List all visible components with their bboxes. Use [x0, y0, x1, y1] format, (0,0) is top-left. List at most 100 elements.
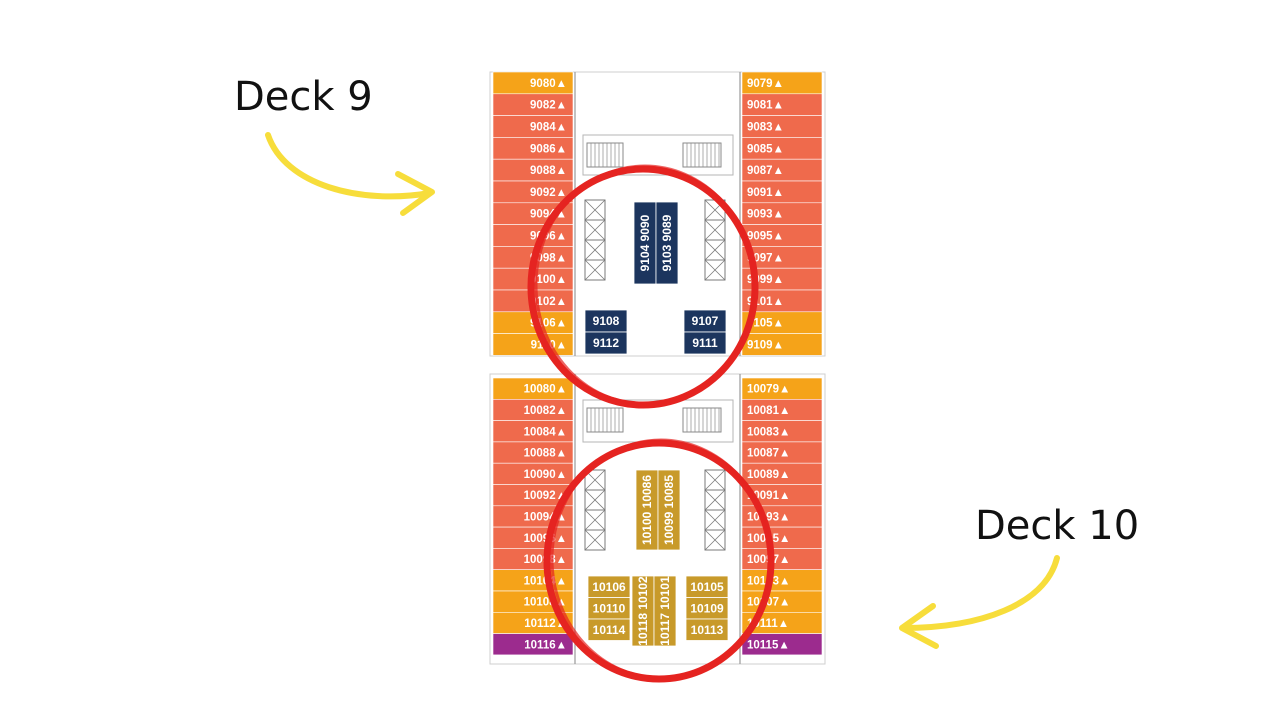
cabin-number: 10083▲ — [747, 426, 790, 438]
cabin-number: 10113 — [691, 623, 724, 637]
cabin-number: 10110 — [593, 601, 626, 615]
cabin-number: 10082▲ — [524, 405, 567, 417]
center-cabin-stack[interactable]: 10100 10086 — [635, 469, 659, 551]
cabin[interactable]: 9105▲ — [741, 311, 823, 334]
cabin[interactable]: 9110▲ — [492, 333, 574, 356]
center-cabin[interactable]: 9112 — [584, 331, 628, 355]
cabin-number: 9100▲ — [530, 274, 567, 286]
deck-10-plan: 10080▲ 10082▲ 10084▲10088▲ 10090▲ 10092▲ 1009… — [489, 373, 826, 665]
cabin-number: 9093▲ — [747, 209, 784, 221]
cabin[interactable]: 10098▲ — [492, 548, 574, 571]
cabin-number: 10090▲ — [524, 469, 567, 481]
cabin-number: 10100 10086 — [640, 475, 654, 545]
cabin-number: 10099 10085 — [662, 475, 676, 545]
cabin[interactable]: 10097▲ — [741, 548, 823, 571]
deck-9-label: Deck 9 — [234, 74, 373, 120]
cabin-number: 9081▲ — [747, 100, 784, 112]
cabin[interactable]: 9080▲ — [492, 71, 574, 95]
cabin[interactable]: 10095▲ — [741, 526, 823, 549]
cabin[interactable]: 10082▲ — [492, 398, 574, 421]
cabin[interactable]: 10096▲ — [492, 526, 574, 549]
center-cabin[interactable]: 10114 — [587, 618, 631, 641]
cabin[interactable]: 9091▲ — [741, 180, 823, 204]
cabin[interactable]: 9087▲ — [741, 158, 823, 182]
center-cabin[interactable]: 10113 — [685, 618, 729, 641]
cabin-number: 9112 — [593, 336, 619, 350]
cabin-number: 9111 — [692, 336, 718, 350]
cabin[interactable]: 9096▲ — [492, 224, 574, 247]
center-cabin[interactable]: 10105 — [685, 575, 729, 598]
cabin[interactable]: 10112▲ — [492, 611, 574, 634]
cabin[interactable]: 10093▲ — [741, 505, 823, 528]
cabin-number: 9084▲ — [530, 122, 567, 134]
cabin-number: 10087▲ — [747, 448, 790, 460]
cabin-number: 9091▲ — [747, 187, 784, 199]
cabin[interactable]: 10104▲ — [492, 569, 574, 592]
cabin-number: 10118 10102 — [636, 576, 650, 646]
center-cabin[interactable]: 10106 — [587, 575, 631, 598]
cabin[interactable]: 10080▲ — [492, 377, 574, 400]
cabin[interactable]: 10092▲ — [492, 484, 574, 507]
cabin-number: 9108 — [593, 314, 620, 328]
elevator-icon — [704, 199, 726, 281]
cabin-number: 10079▲ — [747, 384, 790, 396]
cabin[interactable]: 9086▲ — [492, 137, 574, 160]
center-cabin[interactable]: 9108 — [584, 309, 628, 333]
cabin-number: 9088▲ — [530, 165, 567, 177]
cabin-number: 9095▲ — [747, 231, 784, 243]
center-cabin-stack[interactable]: 10099 10085 — [657, 469, 681, 551]
cabin-number: 9087▲ — [747, 165, 784, 177]
cabin-number: 10116▲ — [524, 639, 567, 651]
elevator-icon — [584, 199, 606, 281]
center-cabin[interactable]: 9111 — [683, 331, 727, 355]
cabin-number: 9105▲ — [747, 318, 784, 330]
cabin[interactable]: 9092▲ — [492, 180, 574, 204]
cabin[interactable]: 9109▲ — [741, 333, 823, 356]
cabin[interactable]: 10103▲ — [741, 569, 823, 592]
cabin[interactable]: 9079▲ — [741, 71, 823, 95]
cabin[interactable]: 9082▲ — [492, 93, 574, 116]
cabin[interactable]: 9088▲ — [492, 158, 574, 182]
cabin[interactable]: 10083▲ — [741, 420, 823, 443]
cabin[interactable]: 10088▲ — [492, 441, 574, 464]
cabin[interactable]: 10087▲ — [741, 441, 823, 464]
cabin[interactable]: 10115▲ — [741, 633, 823, 656]
cabin-number: 10092▲ — [524, 490, 567, 502]
cabin[interactable]: 9081▲ — [741, 93, 823, 116]
cabin[interactable]: 10079▲ — [741, 377, 823, 400]
cabin[interactable]: 9084▲ — [492, 115, 574, 138]
center-cabin[interactable]: 10110 — [587, 597, 631, 620]
arrow-icon — [899, 555, 1060, 649]
center-cabin-stack[interactable]: 9103 9089 — [655, 201, 679, 285]
cabin-number: 9107 — [692, 314, 719, 328]
cabin[interactable]: 10084▲ — [492, 420, 574, 443]
cabin[interactable]: 10081▲ — [741, 398, 823, 421]
cabin-number: 10112▲ — [524, 618, 567, 630]
cabin[interactable]: 9095▲ — [741, 224, 823, 247]
center-cabin-stack[interactable]: 10117 10101 — [653, 575, 677, 647]
stair-icon — [682, 142, 722, 168]
cabin-number: 10117 10101 — [658, 576, 672, 646]
cabin[interactable]: 9085▲ — [741, 137, 823, 160]
cabin-number: 9082▲ — [530, 100, 567, 112]
deck-9-plan: 9080▲9082▲9084▲9086▲9088▲9092▲9094▲9096▲… — [489, 71, 826, 357]
center-cabin-stack[interactable]: 10118 10102 — [631, 575, 655, 647]
cabin[interactable]: 10089▲ — [741, 462, 823, 485]
cabin-number: 9109▲ — [747, 340, 784, 352]
highlight-circles — [527, 164, 775, 683]
center-cabin[interactable]: 10109 — [685, 597, 729, 620]
cabin-number: 9086▲ — [530, 143, 567, 155]
center-cabin[interactable]: 9107 — [683, 309, 727, 333]
cabin-number: 10080▲ — [524, 384, 567, 396]
cabin-number: 10107▲ — [747, 597, 790, 609]
cabin-number: 9079▲ — [747, 78, 784, 90]
stair-icon — [586, 142, 624, 168]
cabin[interactable]: 10090▲ — [492, 462, 574, 485]
cabin-number: 9080▲ — [530, 78, 567, 90]
cabin-number: 9083▲ — [747, 122, 784, 134]
center-cabin-stack[interactable]: 9104 9090 — [633, 201, 657, 285]
cabin[interactable]: 10116▲ — [492, 633, 574, 656]
cabin[interactable]: 10107▲ — [741, 590, 823, 613]
cabin[interactable]: 9093▲ — [741, 202, 823, 225]
cabin[interactable]: 9083▲ — [741, 115, 823, 138]
